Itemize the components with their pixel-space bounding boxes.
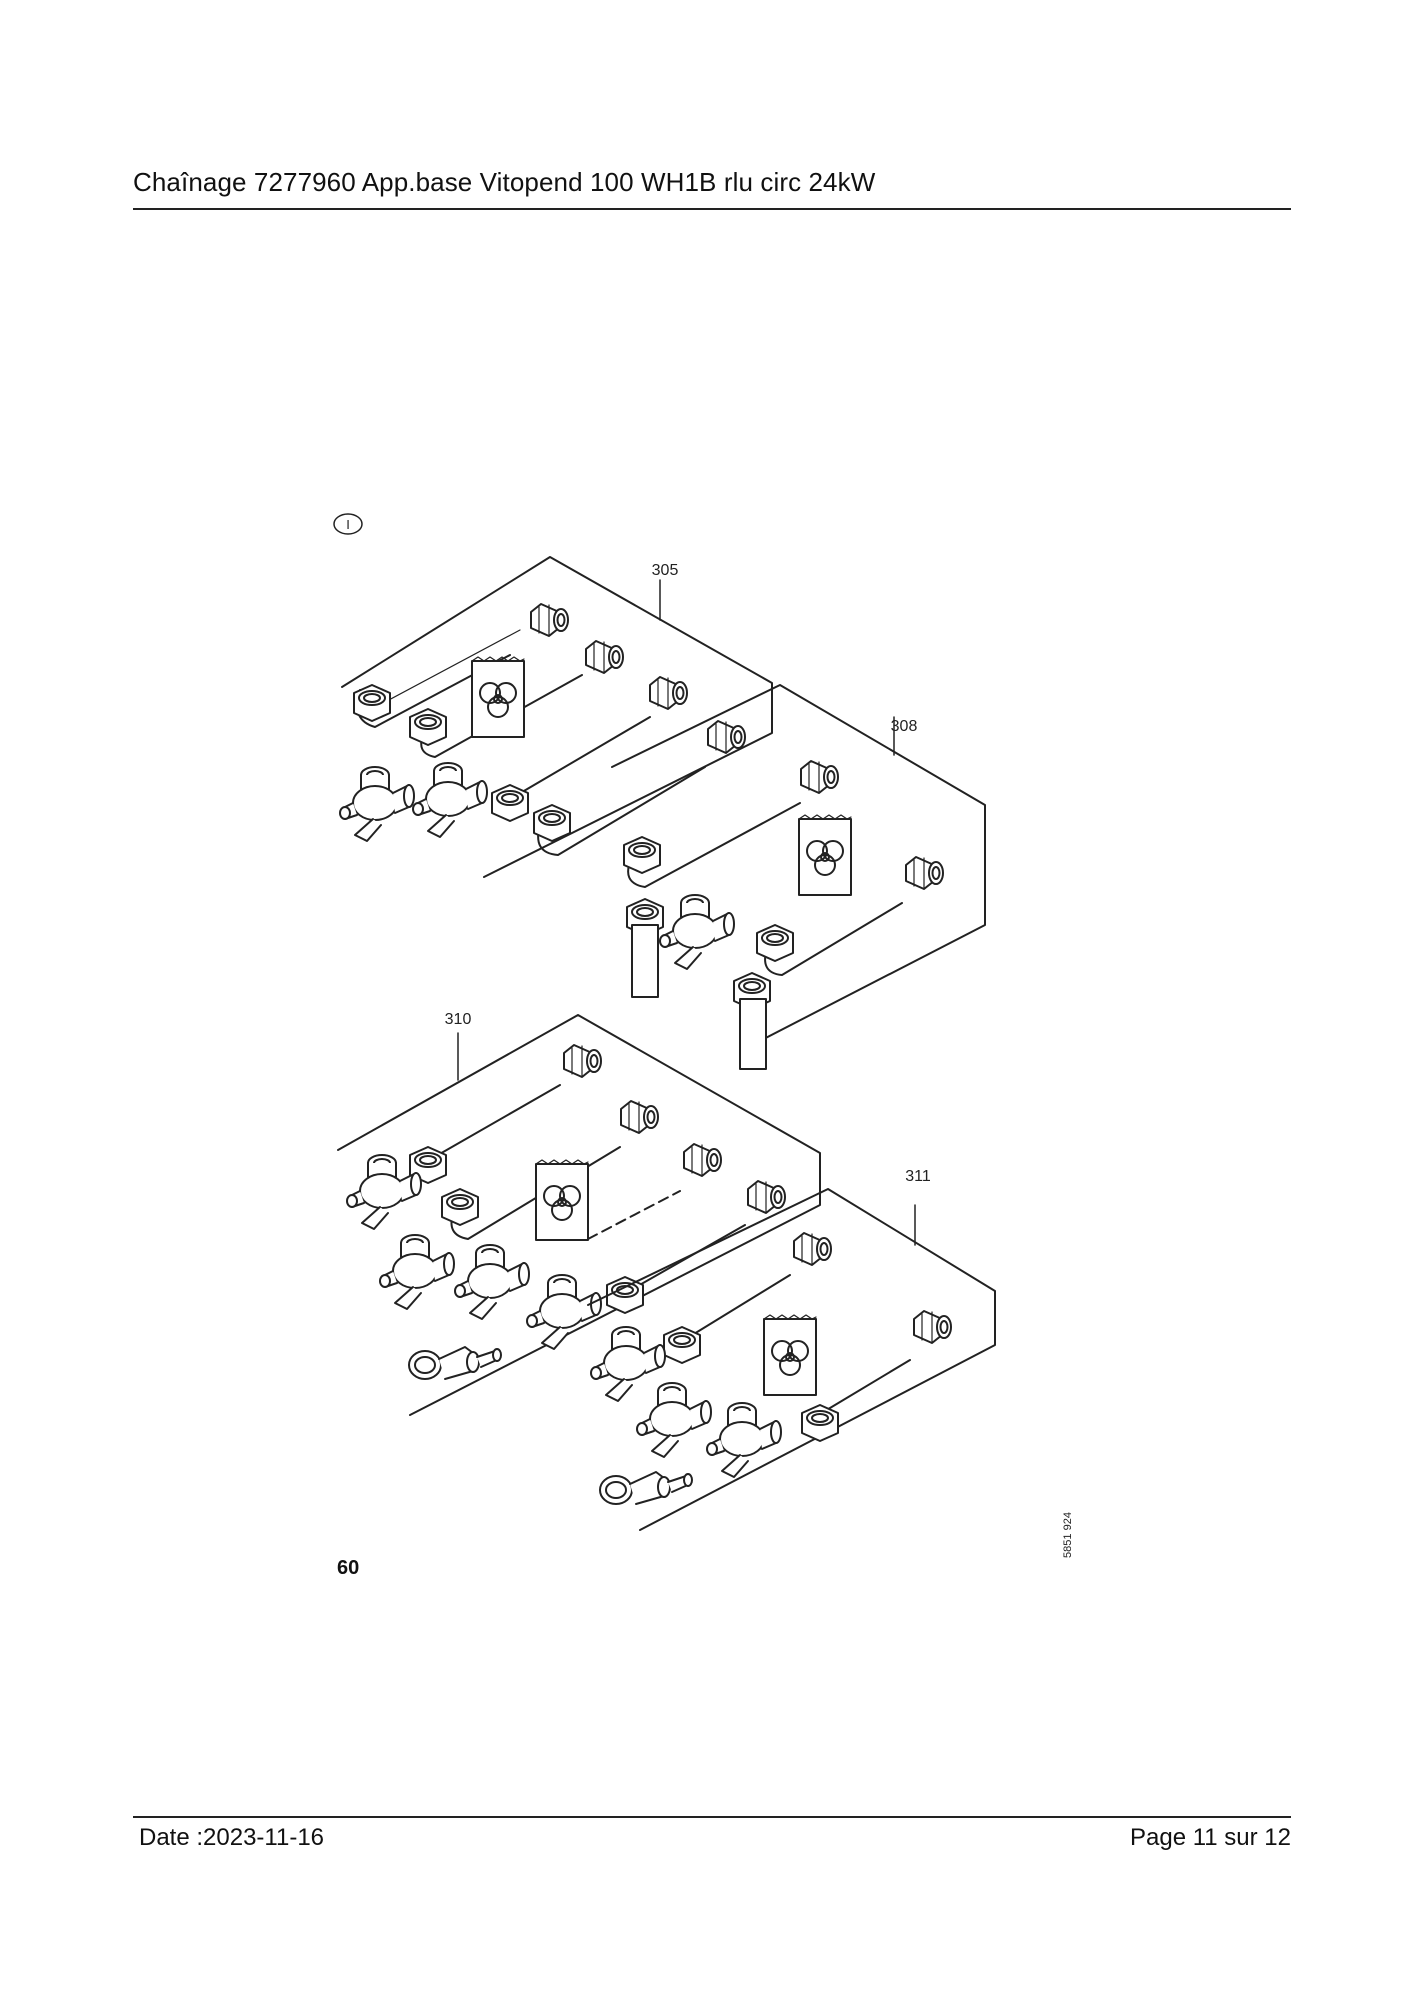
pipe-310-a [423, 1084, 561, 1164]
callout-305: 305 [652, 562, 679, 579]
fitting-305-c [649, 676, 688, 710]
fitting-310-a [563, 1044, 602, 1078]
part-group-310 [337, 1014, 821, 1416]
nut-310-d [606, 1276, 644, 1314]
part-group-308 [611, 684, 986, 1070]
fitting-310-d [747, 1180, 786, 1214]
pipe-305-c [499, 716, 651, 806]
nut-311-b [801, 1404, 839, 1442]
valve-305-b [412, 762, 488, 838]
fitting-308-a [800, 760, 839, 794]
panel-outline-305 [341, 556, 773, 878]
fitting-310-c [683, 1143, 722, 1177]
panel-outline-310 [337, 1014, 821, 1416]
valve-310-d [526, 1274, 602, 1350]
seal-bag-311 [763, 1314, 817, 1396]
nut-311-a [663, 1326, 701, 1364]
fitting-305-a [530, 603, 569, 637]
filter-311 [599, 1471, 693, 1505]
panel-outline-308 [611, 684, 986, 1046]
fitting-305-d [707, 720, 746, 754]
drawing-id: 5851 924 [1062, 1512, 1074, 1558]
figure-number: 60 [337, 1557, 360, 1579]
page-footer: Date :2023-11-16 Page 11 sur 12 [133, 1816, 1291, 1858]
seal-bag-305 [471, 656, 525, 738]
footer-page-number: Page 11 sur 12 [1129, 1824, 1291, 1851]
valve-311-b [636, 1382, 712, 1458]
page-header: Chaînage 7277960 App.base Vitopend 100 W… [133, 160, 1291, 210]
part-group-305 [339, 556, 773, 878]
fitting-308-b [905, 856, 944, 890]
nut-308-a [623, 836, 661, 874]
view-marker: I [333, 513, 363, 535]
view-marker-label: I [346, 517, 350, 532]
callout-308: 308 [891, 718, 918, 735]
tube-308-a [631, 924, 659, 998]
nut-305-d [533, 804, 571, 842]
filter-310 [408, 1346, 502, 1380]
valve-311-c [706, 1402, 782, 1478]
exploded-parts-drawing: I 305 308 310 311 5851 924 [320, 505, 1100, 1615]
valve-308 [659, 894, 735, 970]
nut-305-b [409, 708, 447, 746]
callout-310: 310 [445, 1011, 472, 1028]
nut-305-c [491, 784, 529, 822]
nut-308-b [756, 924, 794, 962]
nut-305-a [353, 684, 391, 722]
tube-308-b [739, 998, 767, 1070]
fitting-311-b [913, 1310, 952, 1344]
part-group-311 [587, 1188, 996, 1531]
callout-311: 311 [905, 1168, 931, 1185]
fitting-311-a [793, 1232, 832, 1266]
pipe-310-d [621, 1224, 746, 1296]
seal-bag-310 [535, 1159, 589, 1241]
fitting-310-b [620, 1100, 659, 1134]
page-title: Chaînage 7277960 App.base Vitopend 100 W… [133, 167, 876, 197]
nut-310-b [441, 1188, 479, 1226]
valve-311-a [590, 1326, 666, 1402]
valve-310-b [379, 1234, 455, 1310]
pipe-310-c [587, 1190, 681, 1240]
seal-bag-308 [798, 814, 852, 896]
fitting-305-b [585, 640, 624, 674]
footer-date: Date :2023-11-16 [139, 1824, 325, 1851]
valve-305-a [339, 766, 415, 842]
panel-outline-311 [587, 1188, 996, 1531]
valve-310-c [454, 1244, 530, 1320]
